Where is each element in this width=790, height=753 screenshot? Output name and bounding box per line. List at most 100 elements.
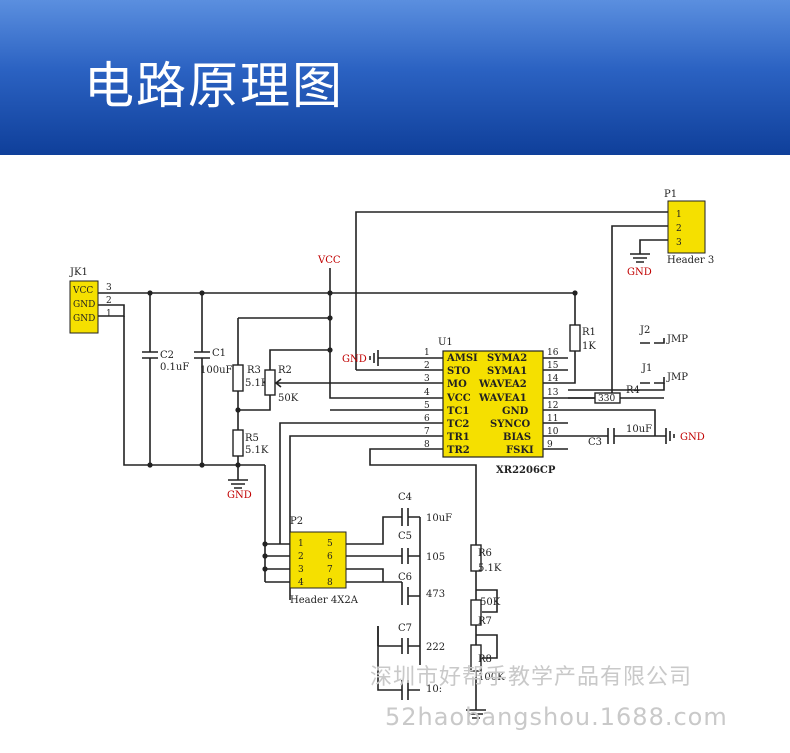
svg-text:16: 16 (547, 348, 559, 358)
p1-ref: P1 (664, 189, 677, 200)
j2-ref: J2 (639, 325, 650, 336)
svg-text:C4: C4 (398, 492, 412, 503)
jumper-j1: J1 JMP (568, 363, 688, 391)
svg-text:1: 1 (298, 539, 304, 549)
svg-text:WAVEA2: WAVEA2 (478, 379, 527, 390)
watermark-url: 52haobangshou.1688.com (385, 703, 728, 731)
svg-text:4: 4 (424, 388, 430, 398)
r3-ref: R3 (247, 365, 261, 376)
potentiometer-r2: R2 50K (238, 349, 418, 411)
svg-text:GND: GND (342, 354, 367, 365)
svg-text:R6: R6 (478, 548, 492, 559)
watermark-company: 深圳市好帮手教学产品有限公司 (370, 665, 693, 690)
ic-u1: U1 XR2206CP (438, 337, 556, 476)
header-banner: 电路原理图 (0, 0, 790, 155)
svg-text:7: 7 (424, 427, 430, 437)
r5-ref: R5 (245, 433, 259, 444)
capacitor-c2: C2 0.1uF (142, 293, 189, 465)
p2-name: Header 4X2A (290, 595, 359, 606)
c2-ref: C2 (160, 350, 174, 361)
svg-text:473: 473 (426, 589, 445, 600)
svg-text:FSKI: FSKI (506, 445, 534, 456)
vcc-bus-wire (98, 292, 576, 325)
svg-text:VCC: VCC (317, 255, 341, 266)
jk1-num-2: 2 (106, 296, 112, 306)
svg-text:105: 105 (426, 552, 445, 563)
r2-value: 50K (278, 393, 299, 404)
svg-text:2: 2 (424, 361, 430, 371)
r2-ref: R2 (278, 365, 292, 376)
svg-text:C7: C7 (398, 623, 412, 634)
svg-text:2: 2 (676, 224, 682, 234)
svg-text:100K: 100K (478, 672, 505, 683)
svg-text:AMSI: AMSI (446, 353, 478, 364)
gnd-left-label: GND (227, 490, 252, 501)
jk1-num-3: 3 (106, 283, 112, 293)
u1-right-pins: SYMA2 SYMA1 WAVEA2 WAVEA1 GND SYNCO BIAS… (478, 348, 568, 456)
svg-text:8: 8 (327, 578, 333, 588)
svg-text:SYNCO: SYNCO (490, 419, 530, 430)
capacitor-c8: 10: (401, 680, 442, 700)
capacitor-c1: C1 100uF (194, 293, 233, 465)
header-p2: P2 1 2 3 4 5 6 7 8 Header 4X2A (265, 516, 359, 606)
svg-text:SYMA1: SYMA1 (487, 366, 527, 377)
gnd-bus-wire (123, 316, 265, 466)
r4-value: 330 (598, 394, 615, 404)
svg-text:SYMA2: SYMA2 (487, 353, 527, 364)
j1-ref: J1 (641, 363, 652, 374)
tr2-wire (369, 448, 477, 545)
svg-text:1: 1 (424, 348, 430, 358)
capacitor-c7: C7 222 (377, 623, 445, 654)
svg-text:5: 5 (327, 539, 333, 549)
svg-text:5.1K: 5.1K (478, 563, 502, 574)
p1-name: Header 3 (667, 255, 714, 266)
resistor-r3: R3 5.1K (232, 317, 330, 410)
svg-text:4: 4 (298, 578, 304, 588)
svg-text:GND: GND (627, 267, 652, 278)
svg-text:C5: C5 (398, 531, 412, 542)
potentiometer-r8: R8 100K (466, 634, 505, 719)
svg-text:GND: GND (502, 406, 529, 417)
c1-ref: C1 (212, 348, 226, 359)
svg-text:10:: 10: (426, 684, 442, 695)
r1-ref: R1 (582, 327, 596, 338)
r3-value: 5.1K (245, 378, 269, 389)
jumper-j2: J2 JMP (639, 325, 688, 345)
c3-ref: C3 (588, 437, 602, 448)
svg-text:C6: C6 (398, 572, 412, 583)
resistor-r5: R5 5.1K GND (227, 410, 269, 501)
j1-value: JMP (666, 372, 688, 383)
svg-text:1: 1 (676, 210, 682, 220)
jk1-num-1: 1 (106, 309, 112, 319)
vcc-label: VCC (317, 255, 418, 399)
svg-text:TC1: TC1 (447, 406, 469, 417)
resistor-r6: R6 5.1K (470, 544, 502, 600)
gnd-jk-wire (98, 304, 125, 317)
p2-ref: P2 (290, 516, 303, 527)
r4-ref: R4 (626, 385, 640, 396)
svg-text:11: 11 (547, 414, 558, 424)
capacitor-c4: C4 10uF (398, 492, 452, 526)
capacitor-c5: C5 105 (398, 531, 445, 564)
svg-text:9: 9 (547, 440, 553, 450)
u1-ref: U1 (438, 337, 453, 348)
p2-cap-wires (346, 516, 402, 583)
svg-text:8: 8 (424, 440, 430, 450)
svg-text:12: 12 (547, 401, 558, 411)
svg-text:TR1: TR1 (447, 432, 470, 443)
svg-text:BIAS: BIAS (503, 432, 531, 443)
svg-text:222: 222 (426, 642, 445, 653)
jk1-pin-gnd-2: GND (73, 314, 95, 324)
svg-text:3: 3 (676, 238, 682, 248)
u1-left-pins: 1 2 3 4 5 6 7 8 AMSI STO MO VCC TC1 TC2 … (418, 348, 478, 456)
svg-text:50K: 50K (480, 597, 501, 608)
svg-text:14: 14 (547, 374, 559, 384)
resistor-r1: R1 1K (568, 324, 596, 384)
svg-text:6: 6 (327, 552, 333, 562)
svg-text:R8: R8 (478, 654, 492, 665)
svg-text:VCC: VCC (446, 393, 471, 404)
svg-text:15: 15 (547, 361, 559, 371)
resistor-r4: R4 330 (568, 385, 664, 404)
page-title: 电路原理图 (84, 57, 344, 115)
